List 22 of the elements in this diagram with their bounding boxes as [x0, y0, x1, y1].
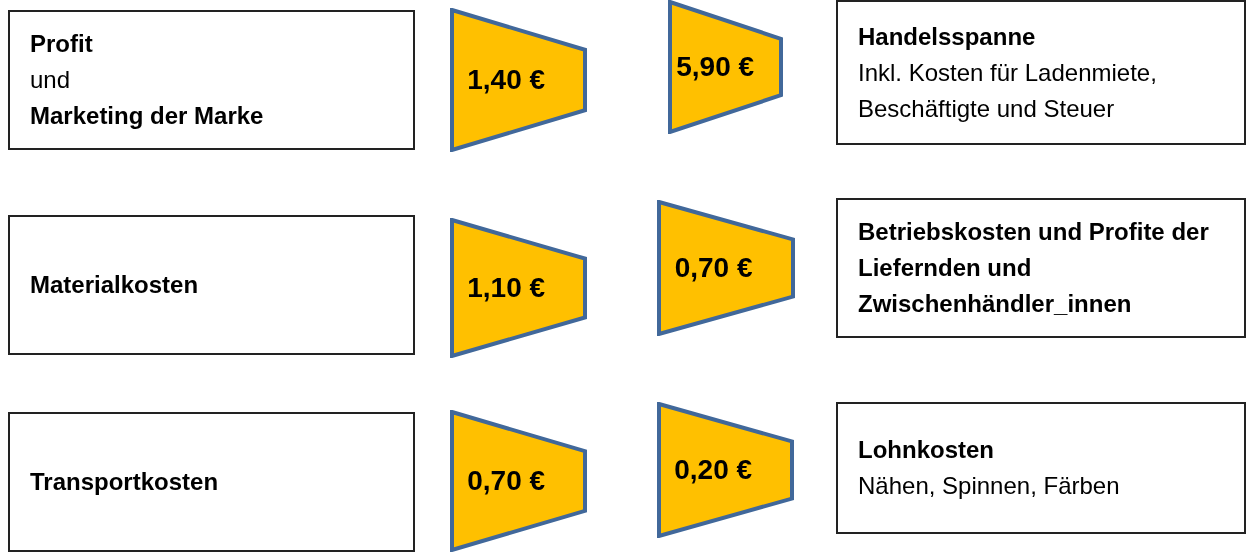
text-box — [836, 402, 1246, 534]
box-heading: Profit — [30, 29, 94, 59]
box-heading: Marketing der Marke — [30, 101, 265, 131]
text-box — [836, 0, 1246, 145]
box-heading: Lohnkosten — [858, 435, 995, 465]
text-box — [8, 10, 415, 150]
text-box — [8, 412, 415, 552]
box-heading: Transportkosten — [30, 467, 220, 497]
price-label: 0,70 € — [466, 465, 547, 497]
box-heading: Materialkosten — [30, 270, 200, 300]
box-heading: Handelsspanne — [858, 21, 1037, 52]
box-text: Inkl. Kosten für Ladenmiete, Beschäftigte und Steuer — [858, 57, 1158, 124]
price-label: 0,70 € — [673, 252, 754, 284]
box-text: und — [30, 65, 72, 95]
price-label: 1,10 € — [466, 272, 547, 304]
text-box — [836, 198, 1246, 338]
price-label: 0,20 € — [673, 454, 754, 486]
price-label: 1,40 € — [466, 64, 547, 96]
price-label: 5,90 € — [675, 51, 756, 83]
box-heading: Betriebskosten und Profite der Liefernden und Zwischenhändler_innen — [858, 217, 1210, 319]
box-text: Nähen, Spinnen, Färben — [858, 471, 1121, 501]
text-box — [8, 215, 415, 355]
